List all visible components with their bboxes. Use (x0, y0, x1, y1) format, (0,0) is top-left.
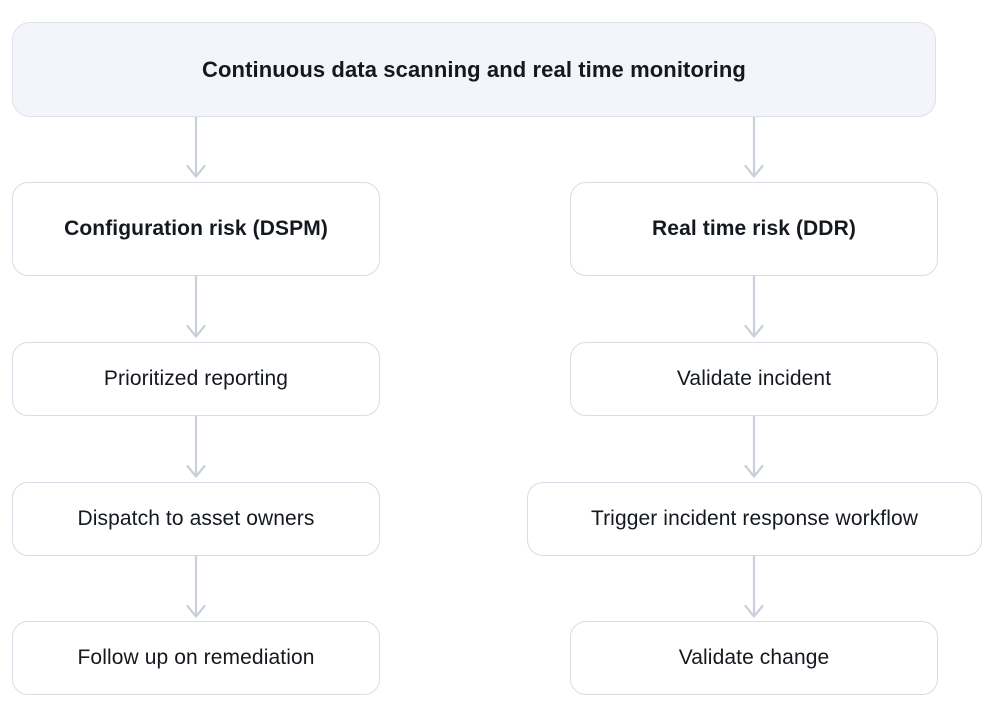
connector-dispatch-to-follow-up (178, 556, 214, 622)
node-continuous-data-scanning[interactable]: Continuous data scanning and real time m… (12, 22, 936, 117)
node-configuration-risk-dspm[interactable]: Configuration risk (DSPM) (12, 182, 380, 276)
node-trigger-incident-response-workflow[interactable]: Trigger incident response workflow (527, 482, 982, 556)
node-follow-up-on-remediation[interactable]: Follow up on remediation (12, 621, 380, 695)
connector-validate-incident-to-trigger-workflow (736, 416, 772, 482)
node-label: Prioritized reporting (103, 366, 289, 390)
connector-header-to-real-time-risk (736, 117, 772, 182)
connector-prioritized-reporting-to-dispatch (178, 416, 214, 482)
node-label: Configuration risk (DSPM) (64, 216, 328, 240)
node-real-time-risk-ddr[interactable]: Real time risk (DDR) (570, 182, 938, 276)
node-label: Trigger incident response workflow (590, 506, 919, 530)
node-label: Validate incident (676, 366, 832, 390)
node-validate-change[interactable]: Validate change (570, 621, 938, 695)
connector-configuration-risk-to-prioritized-reporting (178, 276, 214, 342)
node-label: Follow up on remediation (77, 645, 315, 669)
node-dispatch-to-asset-owners[interactable]: Dispatch to asset owners (12, 482, 380, 556)
node-label: Validate change (678, 645, 830, 669)
connector-trigger-workflow-to-validate-change (736, 556, 772, 622)
connector-header-to-configuration-risk (178, 117, 214, 182)
node-validate-incident[interactable]: Validate incident (570, 342, 938, 416)
connector-real-time-risk-to-validate-incident (736, 276, 772, 342)
node-label: Dispatch to asset owners (77, 506, 315, 530)
node-label: Real time risk (DDR) (652, 216, 856, 240)
node-label: Continuous data scanning and real time m… (202, 56, 746, 82)
node-prioritized-reporting[interactable]: Prioritized reporting (12, 342, 380, 416)
